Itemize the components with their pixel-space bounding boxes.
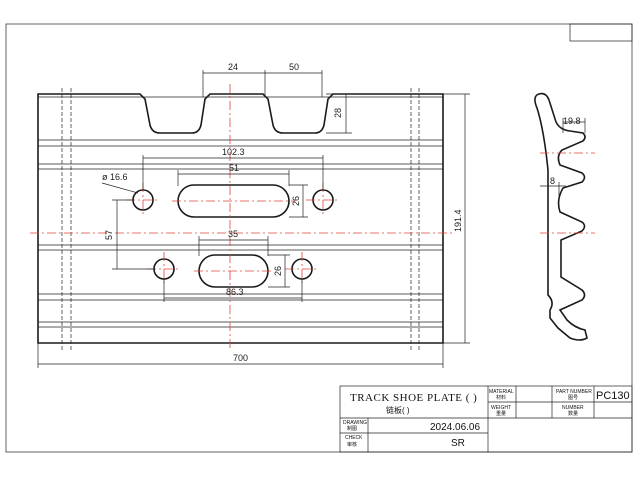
part-number-label: PART NUMBER: [556, 389, 592, 395]
dim-50: 50: [289, 62, 299, 72]
material-label: MATERIAL: [489, 389, 514, 395]
dim-35: 35: [228, 229, 238, 239]
dim-102-3: 102.3: [222, 147, 245, 157]
weight-cn: 重量: [496, 410, 506, 417]
title-english: TRACK SHOE PLATE ( ): [350, 392, 477, 404]
title-chinese: 链板( ): [386, 405, 410, 415]
dim-24: 24: [228, 62, 238, 72]
drawing-cn: 制图: [347, 425, 357, 432]
dim-19-8: 19.8: [563, 116, 581, 126]
drawing-date: 2024.06.06: [430, 422, 480, 433]
front-view: 24 50 28 102.3 51 ø 16.6 26 191.4 57 35 …: [30, 62, 470, 368]
dim-26-upper: 26: [291, 196, 301, 206]
title-block: TRACK SHOE PLATE ( ) 链板( ) MATERIAL 材料 W…: [339, 385, 633, 453]
sheet-border: [5, 23, 633, 453]
dim-dia-16-6: ø 16.6: [102, 172, 128, 182]
dim-26-lower: 26: [273, 266, 283, 276]
dim-191-4: 191.4: [453, 209, 463, 232]
drawing-label: DRAWING: [343, 420, 367, 426]
check-label: CHECK: [345, 435, 363, 441]
part-number-cn: 图号: [568, 395, 578, 401]
corner-tab: [569, 23, 633, 42]
number-label: NUMBER: [562, 405, 584, 411]
dim-28: 28: [333, 108, 343, 118]
material-cn: 材料: [496, 394, 506, 401]
dim-8: 8: [550, 176, 555, 186]
part-number-value: PC130: [596, 390, 630, 402]
weight-label: WEIGHT: [491, 405, 511, 411]
dim-51: 51: [229, 163, 239, 173]
side-dimension-lines: [540, 118, 586, 200]
number-cn: 数量: [568, 410, 578, 417]
dim-700: 700: [233, 353, 248, 363]
check-cn: 审核: [347, 441, 357, 448]
dim-86-3: 86.3: [226, 287, 244, 297]
dimension-lines: [37, 70, 470, 368]
dim-57: 57: [104, 230, 114, 240]
checker-name: SR: [451, 438, 465, 449]
side-profile: [534, 92, 588, 341]
plate-outline: [37, 93, 444, 344]
side-view: 19.8 8: [534, 92, 595, 341]
